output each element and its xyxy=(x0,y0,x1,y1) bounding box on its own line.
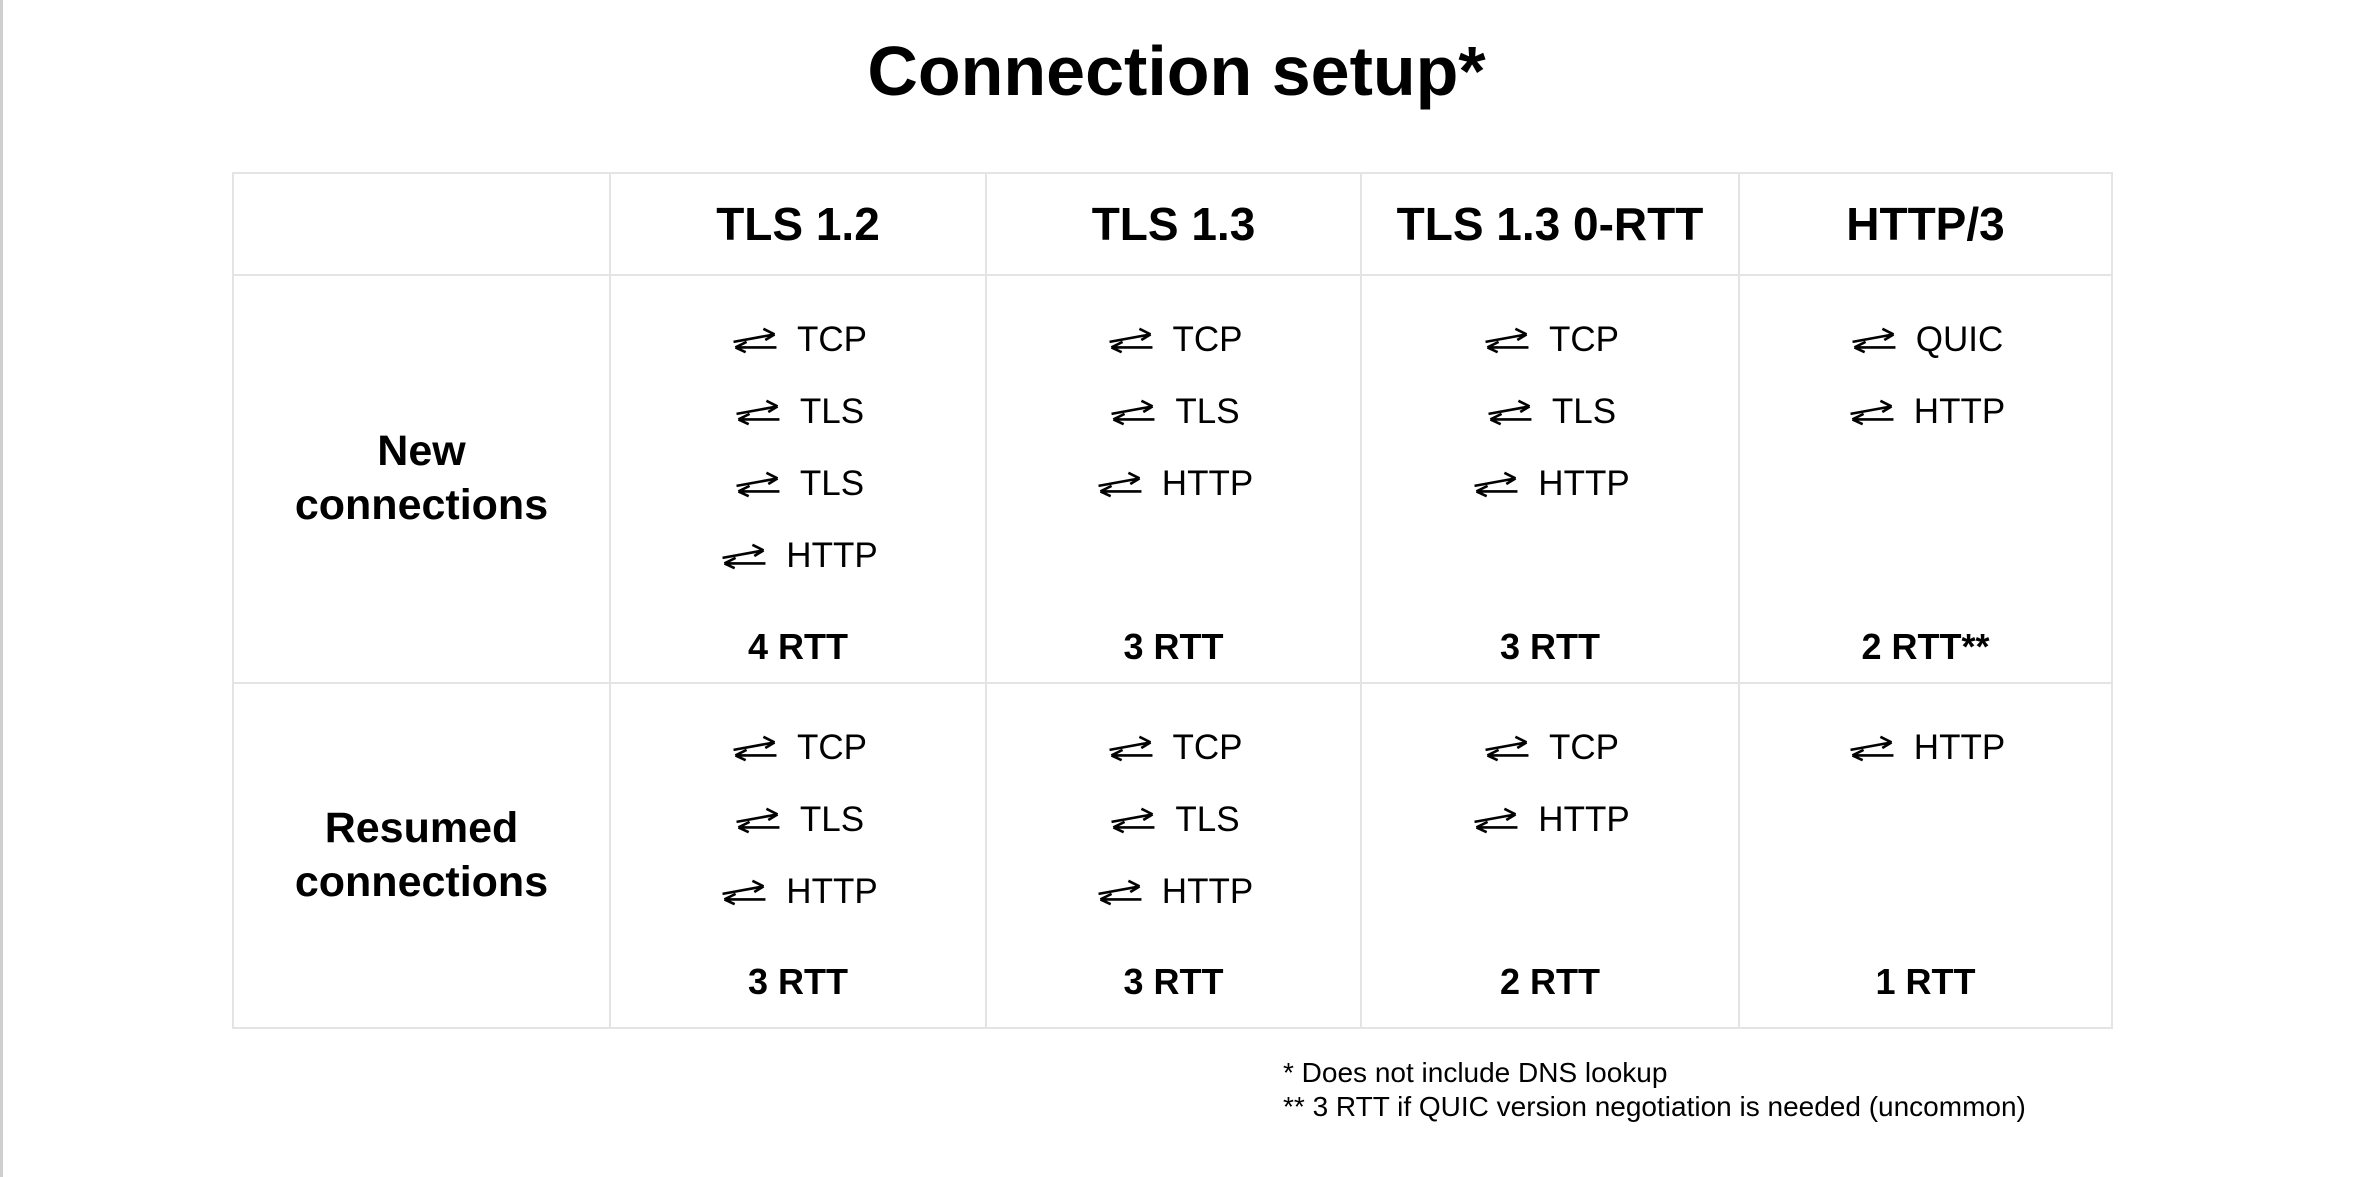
protocol-step-row: TLS xyxy=(987,784,1360,856)
protocol-step-row: HTTP xyxy=(987,856,1360,928)
round-trip-arrows-icon xyxy=(1098,879,1142,906)
row-label: Resumed connections xyxy=(232,684,611,1029)
protocol-label: HTTP xyxy=(1161,872,1254,911)
protocol-step-row: TCP xyxy=(987,304,1360,376)
rtt-total: 2 RTT** xyxy=(1861,626,1990,667)
column-header: TLS 1.3 0-RTT xyxy=(1362,172,1740,276)
protocol-step-row: HTTP xyxy=(611,520,985,592)
column-header-label: TLS 1.3 0-RTT xyxy=(1396,198,1704,250)
protocol-step-row: TLS xyxy=(611,448,985,520)
protocol-step-row: TCP xyxy=(1362,304,1738,376)
column-header-label: TLS 1.3 xyxy=(1091,198,1256,250)
footnote-dns: * Does not include DNS lookup xyxy=(1283,1057,1668,1088)
protocol-cell: TCP TLS HTTP 3 RTT xyxy=(987,684,1362,1029)
round-trip-arrows-icon xyxy=(1852,327,1896,354)
round-trip-arrows-icon xyxy=(1108,735,1152,762)
corner-cell xyxy=(232,172,611,276)
protocol-step-row: HTTP xyxy=(987,448,1360,520)
protocol-label: TLS xyxy=(799,464,865,503)
protocol-step-row: TCP xyxy=(611,712,985,784)
rtt-total: 3 RTT xyxy=(747,961,848,1002)
column-header: HTTP/3 xyxy=(1740,172,2113,276)
protocol-label: TLS xyxy=(799,800,865,839)
protocol-step-row: TLS xyxy=(611,376,985,448)
protocol-label: TCP xyxy=(1549,320,1619,359)
footnote-quic-negotiation: ** 3 RTT if QUIC version negotiation is … xyxy=(1283,1090,2026,1122)
protocol-step-row: TCP xyxy=(987,712,1360,784)
protocol-label: TCP xyxy=(797,320,867,359)
protocol-label: TLS xyxy=(1175,392,1240,431)
protocol-cell: HTTP 1 RTT xyxy=(1740,684,2113,1029)
protocol-label: TCP xyxy=(1172,728,1243,767)
protocol-label: TLS xyxy=(1551,392,1617,431)
row-label-text: New connections xyxy=(294,427,549,529)
protocol-label: QUIC xyxy=(1915,320,2004,359)
round-trip-arrows-icon xyxy=(1098,471,1142,498)
round-trip-arrows-icon xyxy=(736,471,780,498)
footnotes: * Does not include DNS lookup ** 3 RTT i… xyxy=(1283,1056,2026,1123)
protocol-step-row: HTTP xyxy=(611,856,985,928)
round-trip-arrows-icon xyxy=(1850,399,1894,426)
protocol-label: HTTP xyxy=(1161,464,1254,503)
column-header: TLS 1.2 xyxy=(611,172,987,276)
protocol-cell: TCP TLS TLS HTTP 4 RTT xyxy=(611,276,987,684)
protocol-cell: TCP TLS HTTP 3 RTT xyxy=(1362,276,1740,684)
protocol-step-row: TCP xyxy=(611,304,985,376)
protocol-step-row: TLS xyxy=(1362,376,1738,448)
rtt-total: 3 RTT xyxy=(1123,626,1224,667)
protocol-label: TCP xyxy=(1172,320,1243,359)
round-trip-arrows-icon xyxy=(1485,735,1529,762)
protocol-label: TLS xyxy=(1175,800,1240,839)
round-trip-arrows-icon xyxy=(722,543,766,570)
protocol-step-row: HTTP xyxy=(1740,376,2111,448)
protocol-cell: TCP TLS HTTP 3 RTT xyxy=(987,276,1362,684)
protocol-label: HTTP xyxy=(1538,800,1630,839)
round-trip-arrows-icon xyxy=(1485,327,1529,354)
protocol-label: HTTP xyxy=(786,872,878,911)
protocol-label: TCP xyxy=(1549,728,1619,767)
column-header-label: TLS 1.2 xyxy=(716,198,880,250)
rtt-total: 2 RTT xyxy=(1499,961,1600,1002)
round-trip-arrows-icon xyxy=(736,807,780,834)
protocol-step-row: HTTP xyxy=(1362,448,1738,520)
round-trip-arrows-icon xyxy=(1850,735,1894,762)
page-left-edge xyxy=(0,0,3,1177)
round-trip-arrows-icon xyxy=(1488,399,1532,426)
rtt-total: 3 RTT xyxy=(1123,961,1224,1002)
protocol-cell: TCP HTTP 2 RTT xyxy=(1362,684,1740,1029)
round-trip-arrows-icon xyxy=(1111,807,1155,834)
protocol-label: HTTP xyxy=(1538,464,1630,503)
rtt-total: 4 RTT xyxy=(747,626,848,667)
protocol-step-row: TCP xyxy=(1362,712,1738,784)
row-label: New connections xyxy=(232,276,611,684)
row-label-text: Resumed connections xyxy=(294,803,549,906)
round-trip-arrows-icon xyxy=(722,879,766,906)
protocol-label: TLS xyxy=(799,392,865,431)
round-trip-arrows-icon xyxy=(736,399,780,426)
protocol-step-row: TLS xyxy=(987,376,1360,448)
round-trip-arrows-icon xyxy=(1474,471,1518,498)
round-trip-arrows-icon xyxy=(1474,807,1518,834)
page-title: Connection setup* xyxy=(867,32,1486,110)
round-trip-arrows-icon xyxy=(733,327,777,354)
protocol-label: HTTP xyxy=(786,536,878,575)
round-trip-arrows-icon xyxy=(1108,327,1152,354)
protocol-step-row: HTTP xyxy=(1362,784,1738,856)
protocol-label: TCP xyxy=(797,728,867,767)
rtt-total: 1 RTT xyxy=(1875,961,1976,1002)
column-header-label: HTTP/3 xyxy=(1846,198,2005,250)
round-trip-arrows-icon xyxy=(1111,399,1155,426)
protocol-step-row: TLS xyxy=(611,784,985,856)
column-header: TLS 1.3 xyxy=(987,172,1362,276)
protocol-label: HTTP xyxy=(1913,728,2006,767)
protocol-label: HTTP xyxy=(1913,392,2006,431)
protocol-step-row: HTTP xyxy=(1740,712,2111,784)
protocol-cell: QUIC HTTP 2 RTT** xyxy=(1740,276,2113,684)
round-trip-arrows-icon xyxy=(733,735,777,762)
protocol-step-row: QUIC xyxy=(1740,304,2111,376)
protocol-cell: TCP TLS HTTP 3 RTT xyxy=(611,684,987,1029)
rtt-total: 3 RTT xyxy=(1499,626,1600,667)
